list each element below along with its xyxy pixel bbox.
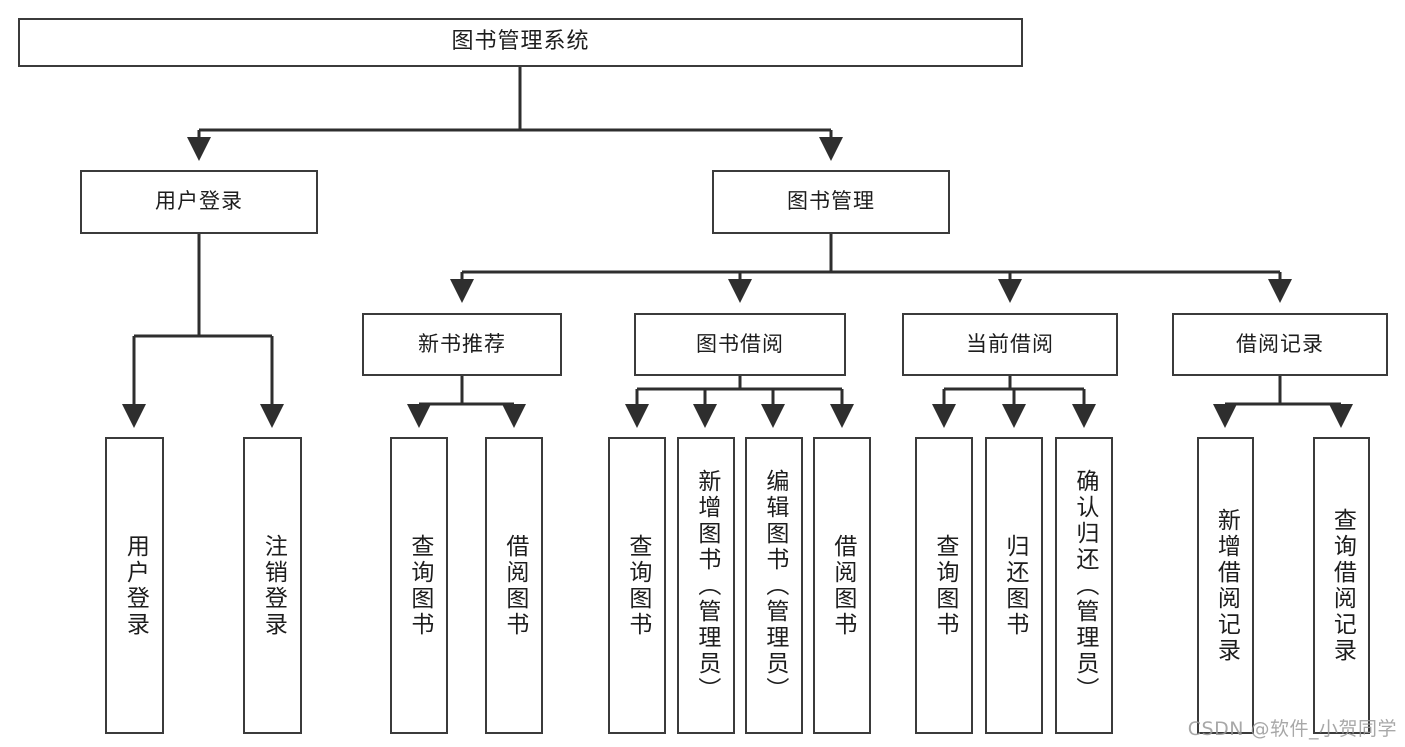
node-label: 新增借阅记录: [1213, 507, 1240, 664]
node-borrow-record[interactable]: 借阅记录: [1172, 313, 1388, 376]
node-book-management[interactable]: 图书管理: [712, 170, 950, 234]
node-label: 查询借阅记录: [1329, 507, 1356, 664]
node-label: 注销登录: [260, 533, 287, 638]
node-label: 图书借阅: [696, 331, 784, 356]
leaf-record-query-record[interactable]: 查询借阅记录: [1313, 437, 1370, 734]
leaf-current-confirm-return-admin[interactable]: 确认归还（管理员）: [1055, 437, 1113, 734]
leaf-current-return-book[interactable]: 归还图书: [985, 437, 1043, 734]
node-user-login[interactable]: 用户登录: [80, 170, 318, 234]
node-label: 确认归还（管理员）: [1071, 468, 1098, 703]
node-book-borrow[interactable]: 图书借阅: [634, 313, 846, 376]
leaf-current-query-book[interactable]: 查询图书: [915, 437, 973, 734]
node-label: 图书管理系统: [451, 29, 590, 55]
leaf-user-login-logout[interactable]: 注销登录: [243, 437, 302, 734]
node-label: 图书管理: [787, 189, 875, 214]
node-current-borrow[interactable]: 当前借阅: [902, 313, 1118, 376]
node-label: 用户登录: [155, 189, 243, 214]
node-label: 借阅记录: [1236, 331, 1324, 356]
leaf-borrow-add-book-admin[interactable]: 新增图书（管理员）: [677, 437, 735, 734]
node-root-system[interactable]: 图书管理系统: [18, 18, 1023, 67]
node-new-book-recommend[interactable]: 新书推荐: [362, 313, 562, 376]
leaf-record-add-record[interactable]: 新增借阅记录: [1197, 437, 1254, 734]
node-label: 查询图书: [931, 533, 958, 638]
node-label: 当前借阅: [966, 331, 1054, 356]
leaf-borrow-edit-book-admin[interactable]: 编辑图书（管理员）: [745, 437, 803, 734]
node-label: 用户登录: [122, 533, 149, 638]
leaf-recommend-query-book[interactable]: 查询图书: [390, 437, 448, 734]
node-label: 编辑图书（管理员）: [761, 468, 788, 703]
node-label: 新增图书（管理员）: [693, 468, 720, 703]
node-label: 归还图书: [1001, 533, 1028, 638]
leaf-user-login-login[interactable]: 用户登录: [105, 437, 164, 734]
node-label: 借阅图书: [829, 533, 856, 638]
csdn-watermark: CSDN @软件_小贺同学: [1187, 718, 1397, 740]
node-label: 借阅图书: [501, 533, 528, 638]
leaf-borrow-borrow-book[interactable]: 借阅图书: [813, 437, 871, 734]
leaf-borrow-query-book[interactable]: 查询图书: [608, 437, 666, 734]
node-label: 查询图书: [624, 533, 651, 638]
node-label: 新书推荐: [418, 331, 506, 356]
leaf-recommend-borrow-book[interactable]: 借阅图书: [485, 437, 543, 734]
node-label: 查询图书: [406, 533, 433, 638]
